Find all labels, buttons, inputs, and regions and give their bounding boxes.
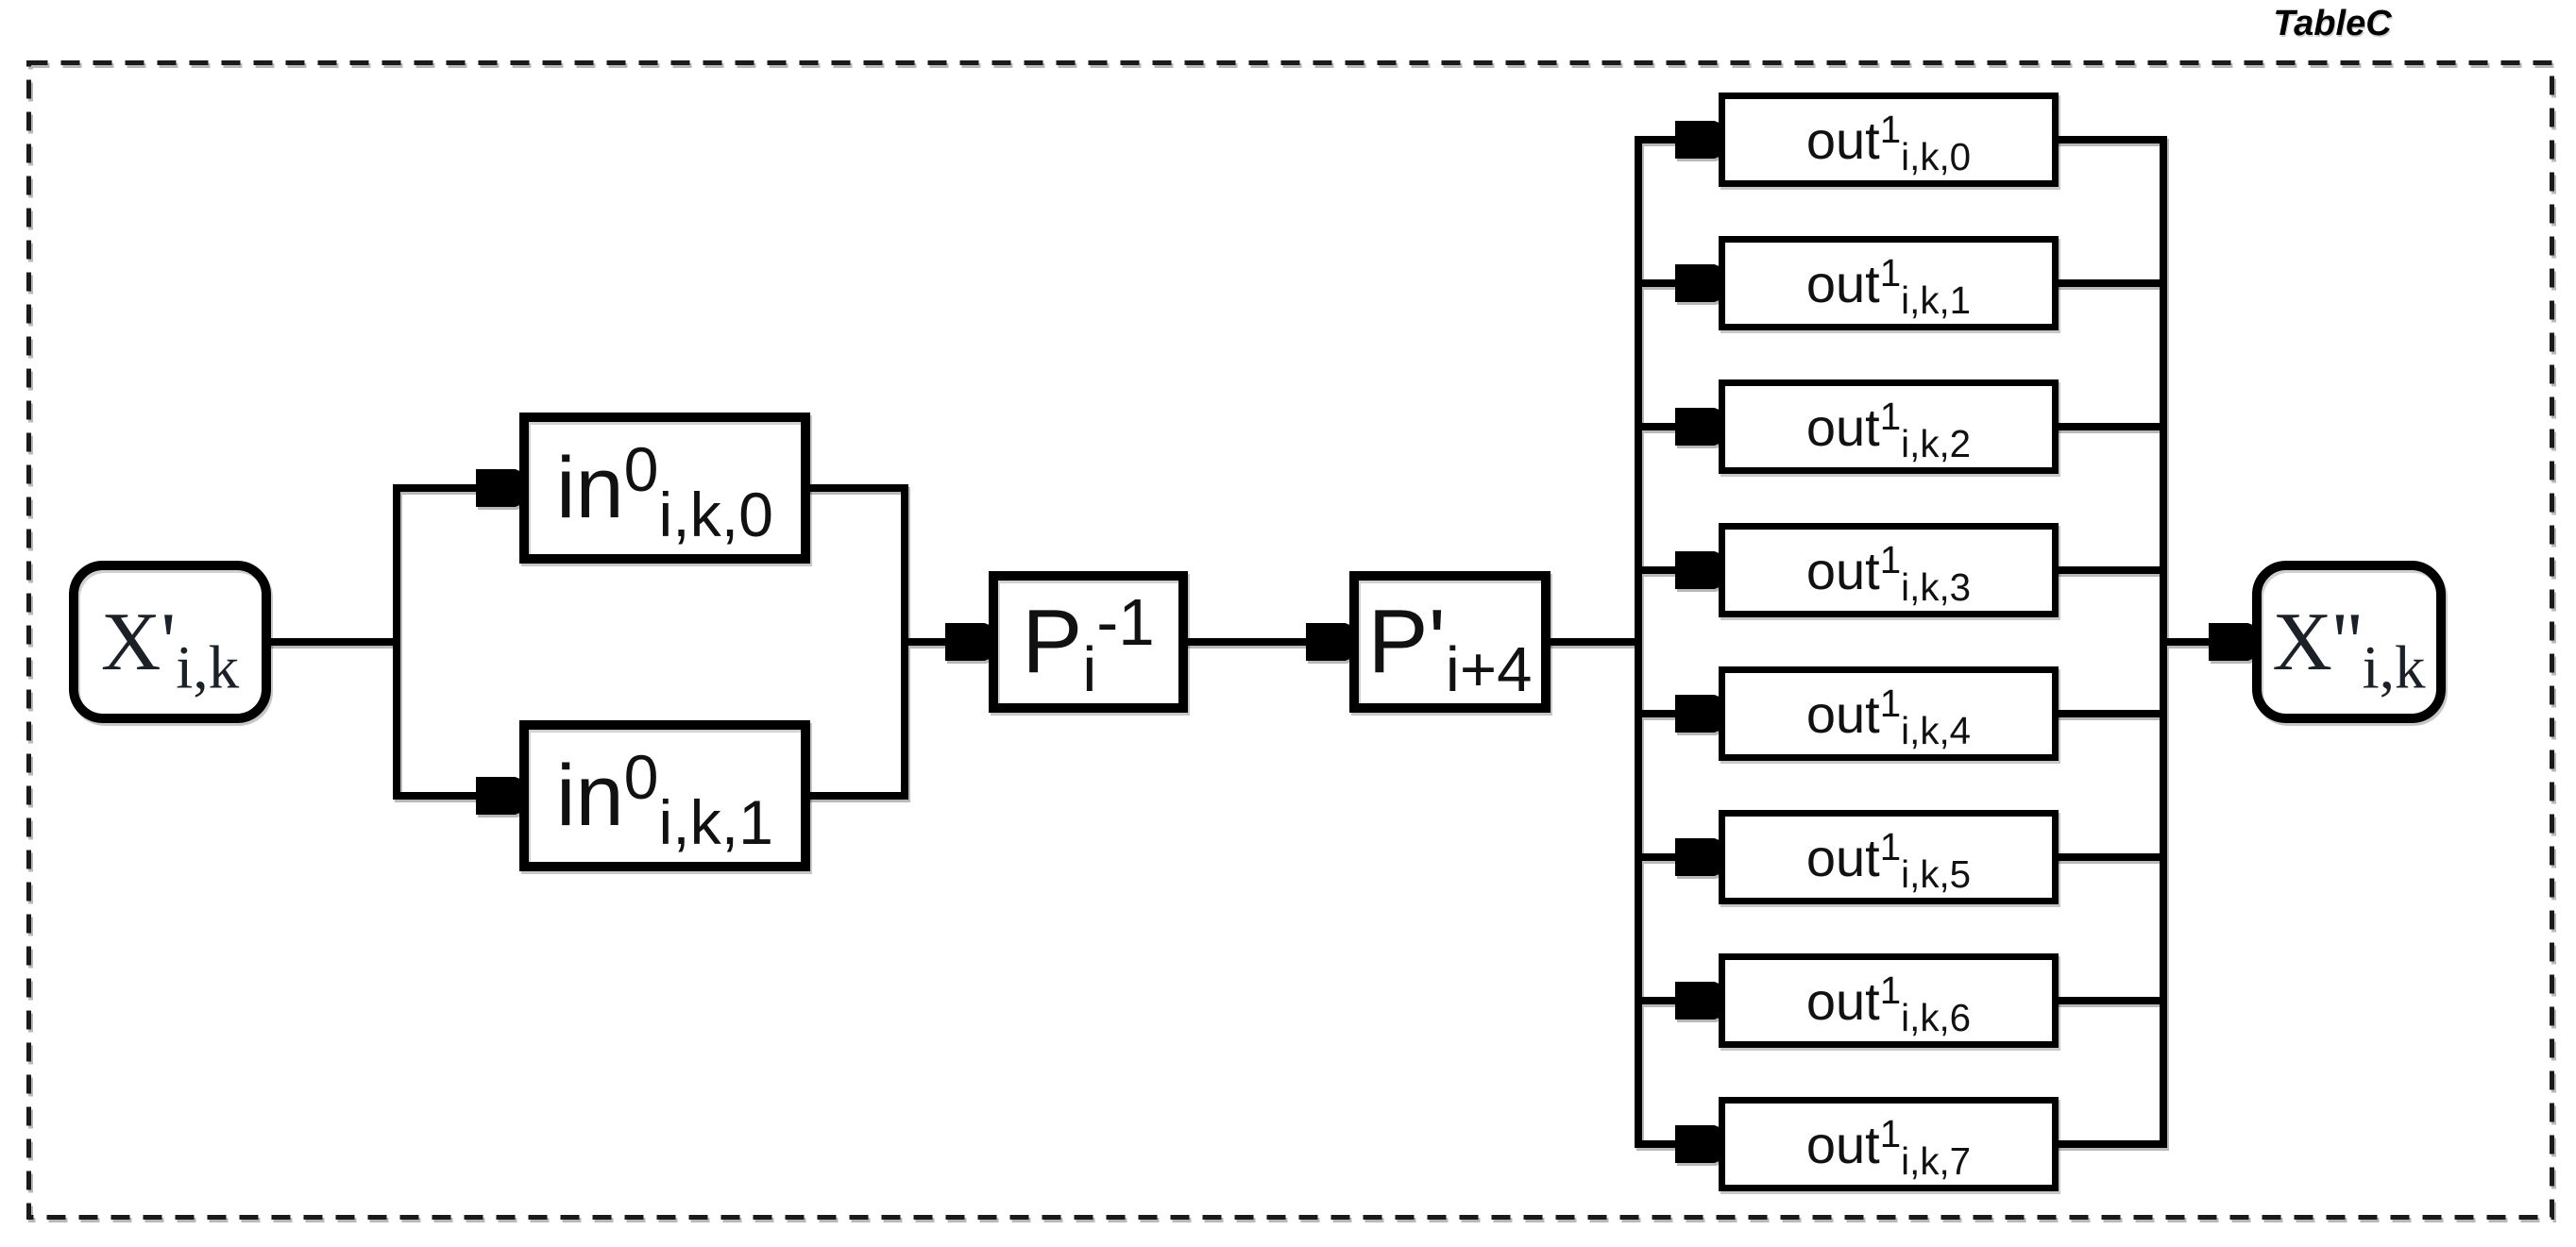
node-label: in0i,k,1 xyxy=(556,742,773,858)
node-out1: out1i,k,1 xyxy=(1719,236,2059,330)
node-label: out1i,k,2 xyxy=(1805,394,1972,465)
node-label: in0i,k,0 xyxy=(556,434,773,550)
node-label: out1i,k,0 xyxy=(1805,107,1972,178)
node-out5: out1i,k,5 xyxy=(1719,810,2059,904)
node-label: out1i,k,4 xyxy=(1805,681,1972,752)
node-label: out1i,k,5 xyxy=(1805,824,1972,896)
node-input-x: X'i,k xyxy=(69,561,271,723)
node-p-shift: P'i+4 xyxy=(1349,571,1551,713)
node-out2: out1i,k,2 xyxy=(1719,379,2059,474)
dashed-frame xyxy=(26,60,2554,1220)
node-label: X'i,k xyxy=(100,596,240,702)
node-out6: out1i,k,6 xyxy=(1719,953,2059,1048)
node-label: out1i,k,3 xyxy=(1805,537,1972,609)
node-label: Pi-1 xyxy=(1022,584,1155,706)
node-label: P'i+4 xyxy=(1367,591,1533,706)
node-label: out1i,k,7 xyxy=(1805,1111,1972,1183)
node-label: out1i,k,1 xyxy=(1805,250,1972,322)
node-out0: out1i,k,0 xyxy=(1719,93,2059,187)
node-out7: out1i,k,7 xyxy=(1719,1097,2059,1191)
node-in1: in0i,k,1 xyxy=(519,720,810,871)
node-label: X''i,k xyxy=(2272,596,2426,702)
node-in0: in0i,k,0 xyxy=(519,413,810,564)
node-out4: out1i,k,4 xyxy=(1719,666,2059,761)
node-output-x: X''i,k xyxy=(2252,561,2446,723)
frame-title: TableC xyxy=(2273,4,2392,43)
node-p-inverse: Pi-1 xyxy=(989,571,1188,713)
node-out3: out1i,k,3 xyxy=(1719,523,2059,617)
node-label: out1i,k,6 xyxy=(1805,968,1972,1039)
